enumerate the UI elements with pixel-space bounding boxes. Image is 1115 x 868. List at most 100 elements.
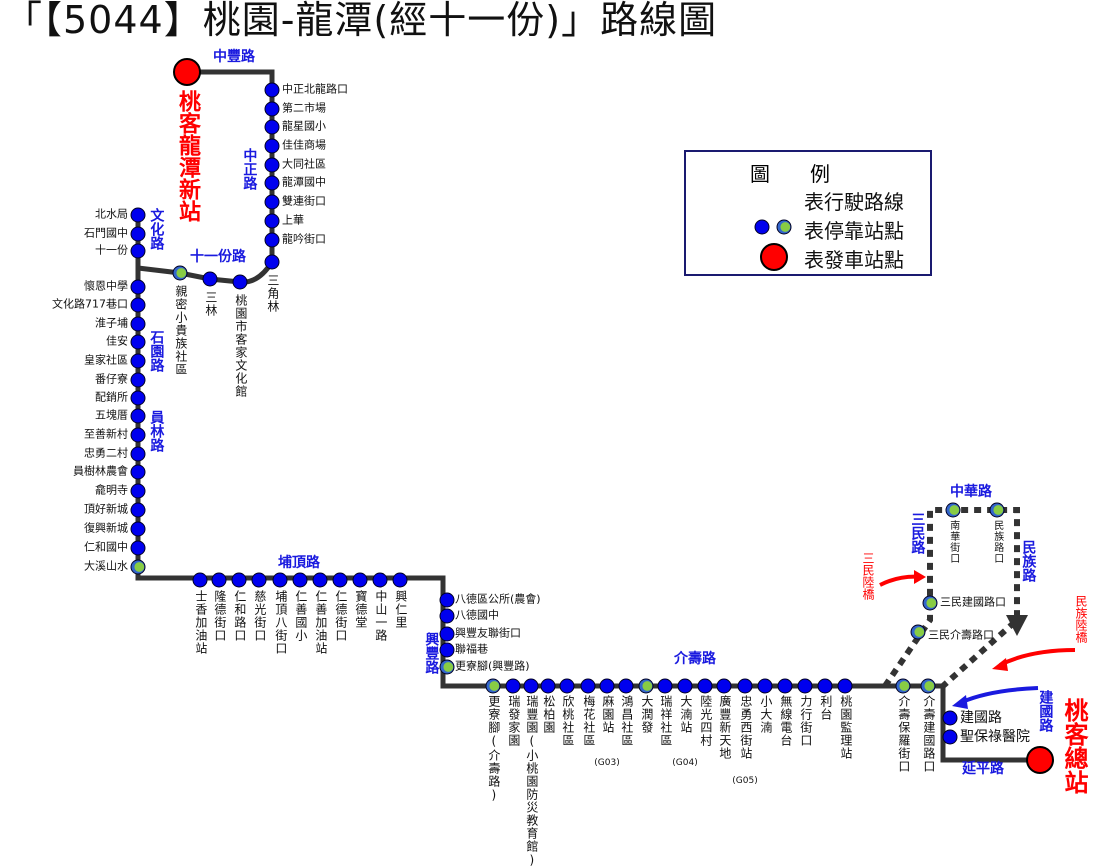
bus-stop-marker[interactable] <box>130 316 146 332</box>
bus-stop-marker[interactable] <box>130 427 146 443</box>
stop-label: 八德區公所(農會) <box>455 592 541 606</box>
bus-stop-marker[interactable] <box>264 157 280 173</box>
bus-stop-marker[interactable] <box>130 502 146 518</box>
bus-stop-marker[interactable] <box>922 595 938 611</box>
bus-stop-marker[interactable] <box>130 408 146 424</box>
bus-stop-marker[interactable] <box>130 483 146 499</box>
bus-stop-marker[interactable] <box>130 521 146 537</box>
stop-label: 北水局 <box>95 207 128 221</box>
bus-stop-marker[interactable] <box>264 194 280 210</box>
stop-label: 至善新村 <box>84 427 128 441</box>
bus-stop-marker[interactable] <box>837 678 853 694</box>
bus-stop-marker[interactable] <box>264 213 280 229</box>
bus-stop-marker[interactable] <box>130 279 146 295</box>
bus-stop-marker[interactable] <box>264 119 280 135</box>
stop-label: 建國路 <box>960 709 1002 726</box>
bus-stop-marker[interactable] <box>439 608 455 624</box>
bus-stop-marker[interactable] <box>439 659 455 675</box>
bridge-label-minzu: 民族陸橋 <box>1074 595 1088 643</box>
bus-stop-marker[interactable] <box>392 572 408 588</box>
origin-station-marker[interactable] <box>173 58 201 86</box>
bus-stop-marker[interactable] <box>130 559 146 575</box>
stop-label: 員樹林農會 <box>73 464 128 478</box>
bus-stop-marker[interactable] <box>231 572 247 588</box>
bus-stop-marker[interactable] <box>130 446 146 462</box>
station-code: (G04) <box>672 758 698 768</box>
bus-stop-marker[interactable] <box>817 678 833 694</box>
bus-stop-marker[interactable] <box>599 678 615 694</box>
stop-label: 配銷所 <box>95 390 128 404</box>
stop-label: 瑞發家園 <box>506 695 521 747</box>
stop-label: 隆德街口 <box>212 590 227 642</box>
bus-stop-marker[interactable] <box>372 572 388 588</box>
bus-stop-marker[interactable] <box>439 642 455 658</box>
bus-stop-marker[interactable] <box>130 540 146 556</box>
bus-stop-marker[interactable] <box>172 265 188 281</box>
bus-stop-marker[interactable] <box>251 572 267 588</box>
bus-stop-marker[interactable] <box>192 572 208 588</box>
bus-stop-marker[interactable] <box>232 274 248 290</box>
stop-label: 忠勇二村 <box>84 446 128 460</box>
bus-stop-marker[interactable] <box>264 101 280 117</box>
stop-label: 三角林 <box>265 274 280 313</box>
bus-stop-marker[interactable] <box>130 297 146 313</box>
stop-label: 鴻昌社區 <box>619 695 634 747</box>
bus-stop-marker[interactable] <box>485 678 501 694</box>
arrow-down-icon <box>1006 615 1028 636</box>
bus-stop-marker[interactable] <box>264 82 280 98</box>
road-label-jianguo: 建國路 <box>1037 690 1054 732</box>
bus-stop-marker[interactable] <box>540 678 556 694</box>
bus-stop-marker[interactable] <box>697 678 713 694</box>
bus-stop-marker[interactable] <box>618 678 634 694</box>
bus-stop-marker[interactable] <box>352 572 368 588</box>
bus-stop-marker[interactable] <box>942 729 958 745</box>
bus-stop-marker[interactable] <box>130 353 146 369</box>
bus-stop-marker[interactable] <box>130 207 146 223</box>
bus-stop-marker[interactable] <box>264 175 280 191</box>
bus-stop-marker[interactable] <box>130 390 146 406</box>
bus-stop-marker[interactable] <box>737 678 753 694</box>
bus-stop-marker[interactable] <box>942 710 958 726</box>
bus-stop-marker[interactable] <box>910 624 926 640</box>
bus-stop-marker[interactable] <box>523 678 539 694</box>
bus-stop-marker[interactable] <box>264 232 280 248</box>
bus-stop-marker[interactable] <box>272 572 288 588</box>
bus-stop-marker[interactable] <box>211 572 227 588</box>
stop-label: 士香加油站 <box>193 590 208 655</box>
bus-stop-marker[interactable] <box>757 678 773 694</box>
bus-stop-marker[interactable] <box>716 678 732 694</box>
legend-origin: 表發車站點 <box>804 248 904 272</box>
bus-stop-marker[interactable] <box>130 464 146 480</box>
bus-stop-marker[interactable] <box>945 502 961 518</box>
bus-stop-marker[interactable] <box>130 226 146 242</box>
bus-stop-marker[interactable] <box>895 678 911 694</box>
stop-label: 麻園站 <box>600 695 615 734</box>
bus-stop-marker[interactable] <box>332 572 348 588</box>
bus-stop-marker[interactable] <box>202 271 218 287</box>
bus-stop-marker[interactable] <box>505 678 521 694</box>
bus-stop-marker[interactable] <box>777 678 793 694</box>
stop-label: 瑞祥社區 <box>658 695 673 747</box>
bus-stop-marker[interactable] <box>638 678 654 694</box>
bus-stop-marker[interactable] <box>989 502 1005 518</box>
bus-stop-marker[interactable] <box>797 678 813 694</box>
bus-stop-marker[interactable] <box>677 678 693 694</box>
bus-stop-marker[interactable] <box>920 678 936 694</box>
bus-stop-marker[interactable] <box>130 334 146 350</box>
bus-stop-marker[interactable] <box>439 626 455 642</box>
road-label-shiyuan: 石園路 <box>148 330 165 372</box>
bus-stop-marker[interactable] <box>559 678 575 694</box>
stop-label: 慈光街口 <box>252 590 267 642</box>
bus-stop-marker[interactable] <box>264 138 280 154</box>
bus-stop-marker[interactable] <box>292 572 308 588</box>
bus-stop-marker[interactable] <box>580 678 596 694</box>
bus-stop-marker[interactable] <box>657 678 673 694</box>
bus-stop-marker[interactable] <box>130 372 146 388</box>
terminal-station-label: 桃客總站 <box>1060 698 1088 794</box>
bus-stop-marker[interactable] <box>439 592 455 608</box>
terminal-station-marker[interactable] <box>1026 746 1054 774</box>
stop-label: 欣桃社區 <box>560 695 575 747</box>
bus-stop-marker[interactable] <box>130 243 146 259</box>
bus-stop-marker[interactable] <box>264 254 280 270</box>
bus-stop-marker[interactable] <box>312 572 328 588</box>
